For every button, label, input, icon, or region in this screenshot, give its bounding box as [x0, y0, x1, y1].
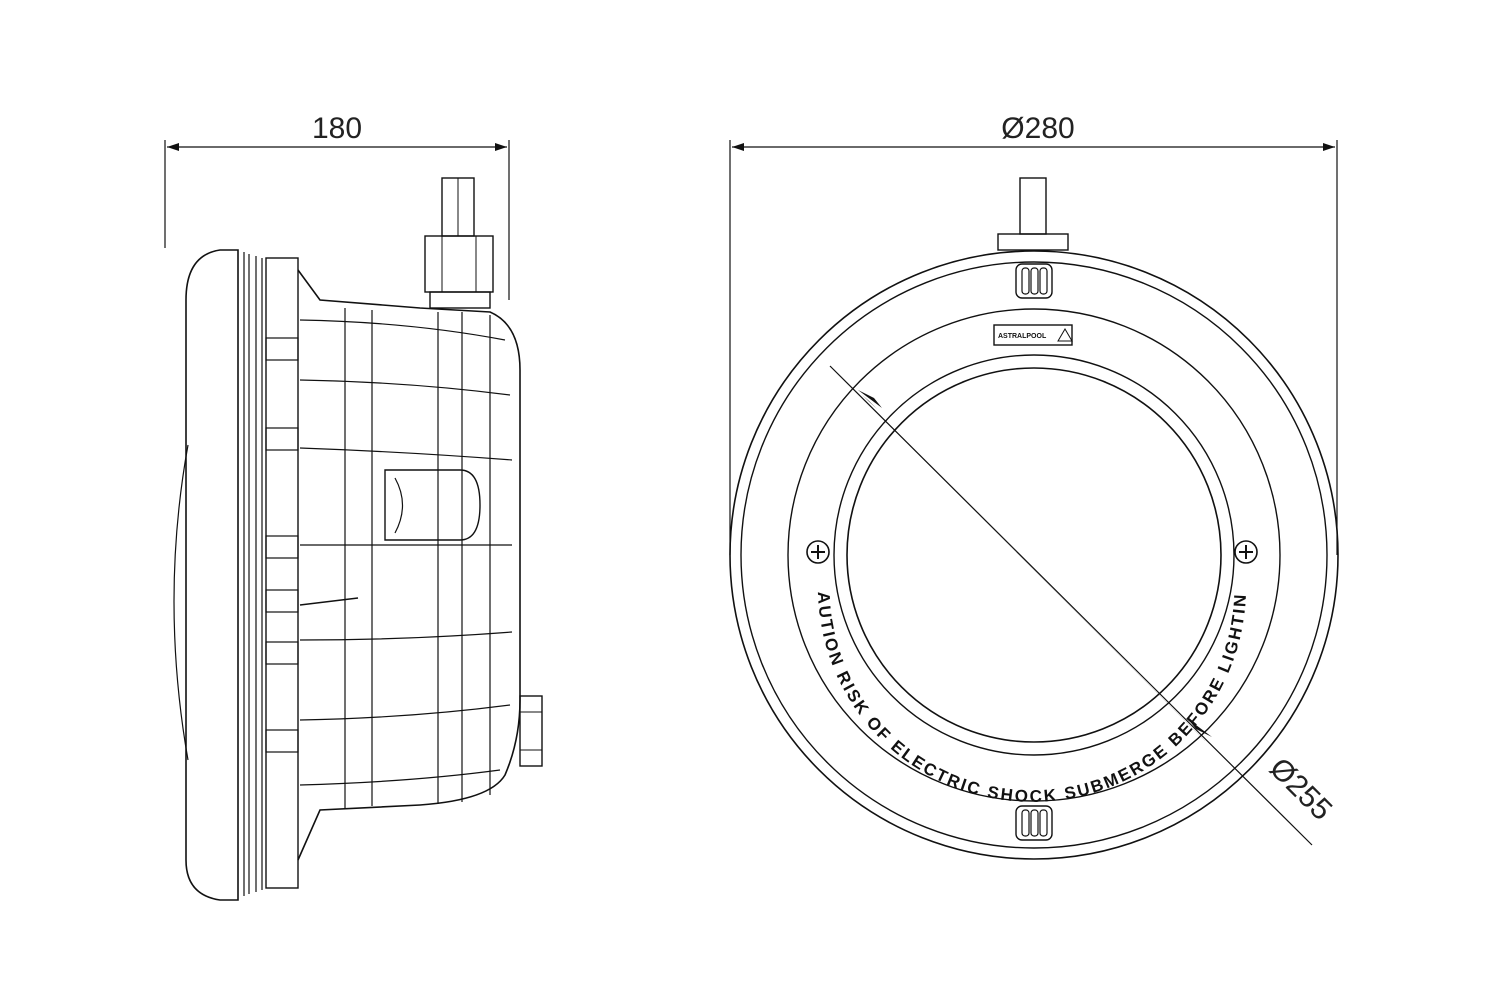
outer-ring — [729, 250, 1339, 860]
outer-diameter-label: Ø280 — [1001, 112, 1074, 145]
flange-ring — [787, 308, 1281, 802]
brand-label: ASTRALPOOL — [993, 324, 1073, 346]
width-dimension: 180 — [164, 112, 510, 300]
cable-boss — [997, 233, 1069, 251]
outer-diameter-dimension: Ø280 — [729, 112, 1338, 555]
front-rim — [185, 249, 239, 901]
right-screw-icon — [1234, 540, 1258, 564]
cable-stub — [1019, 177, 1047, 235]
top-clip — [1015, 263, 1053, 299]
lens-ring — [846, 367, 1222, 743]
side-plug — [519, 695, 543, 767]
front-view: Ø280 ASTRALPOOL — [0, 0, 1339, 860]
lens-dome — [173, 444, 189, 761]
cable-gland — [424, 177, 494, 309]
inner-diameter-label: Ø255 — [1263, 752, 1338, 827]
side-view: 180 — [164, 112, 543, 901]
flange-tabs — [265, 337, 299, 753]
bottom-clip — [1015, 805, 1053, 841]
housing-body — [297, 269, 521, 861]
inner-diameter-dimension: Ø255 — [829, 365, 1338, 846]
housing-window — [384, 469, 481, 541]
brand-label-text: ASTRALPOOL — [998, 333, 1047, 340]
left-screw-icon — [806, 540, 830, 564]
width-dimension-label: 180 — [312, 112, 362, 145]
